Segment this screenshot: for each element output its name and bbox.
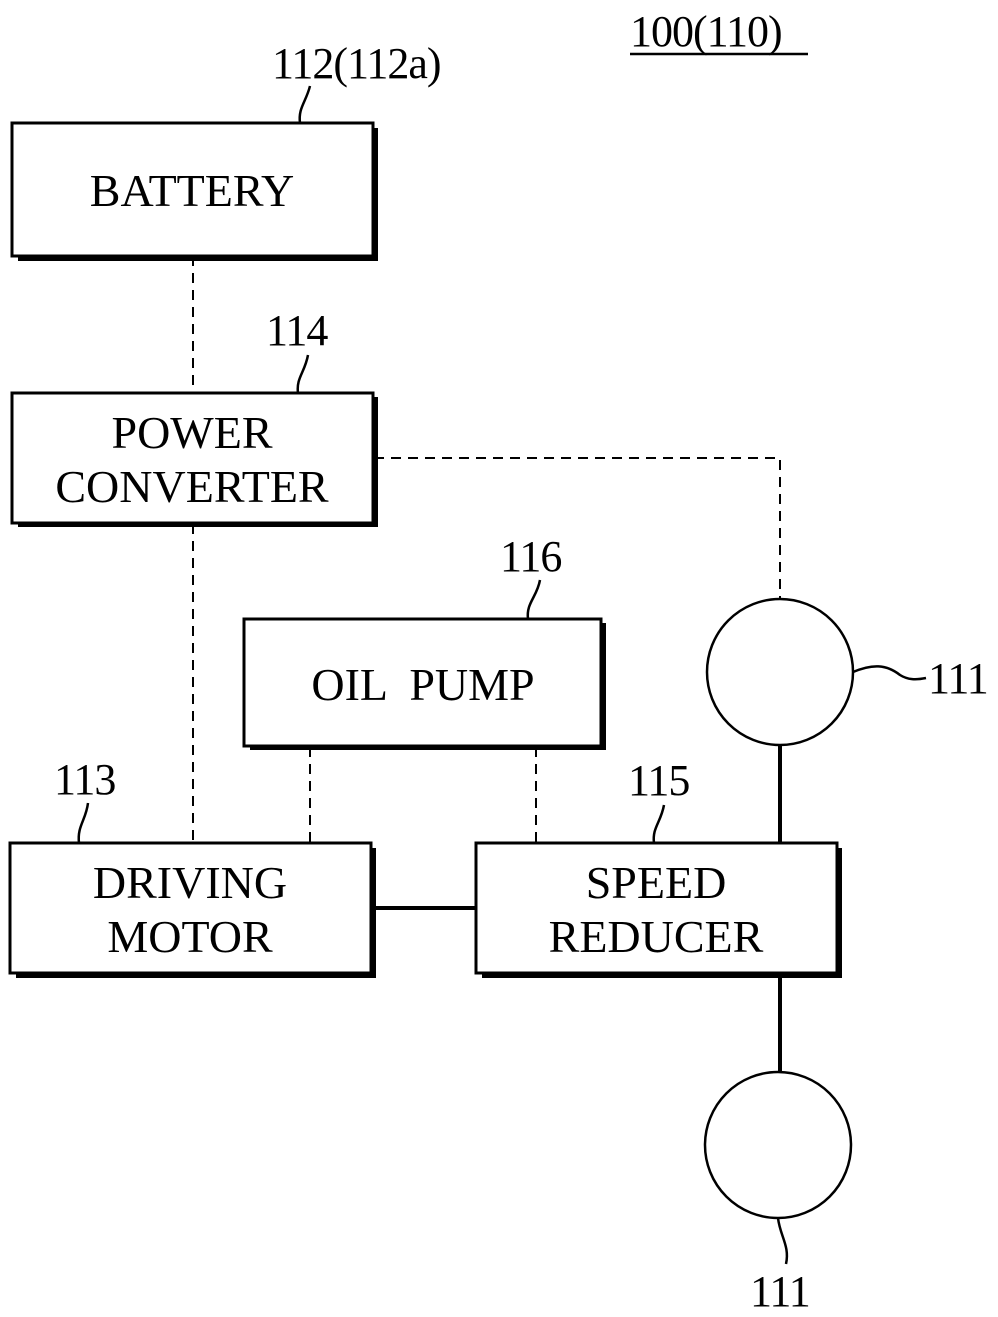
power-converter-block: POWER CONVERTER — [12, 393, 378, 527]
battery-ref-label: 112(112a) — [272, 39, 441, 88]
lower-wheel — [705, 1072, 851, 1218]
lower-wheel-leader-line — [778, 1218, 787, 1264]
speed-reducer-block: SPEED REDUCER — [476, 843, 842, 978]
speed-reducer-label-line2: REDUCER — [549, 911, 764, 962]
upper-wheel-leader-line — [853, 666, 926, 679]
power-converter-label-line1: POWER — [112, 407, 273, 458]
speed-reducer-leader-line — [654, 805, 664, 843]
oil-pump-label: OIL PUMP — [311, 659, 534, 710]
oil-pump-leader-line — [528, 580, 540, 619]
speed-reducer-ref-label: 115 — [628, 756, 689, 805]
battery-label: BATTERY — [90, 165, 294, 216]
figure-ref-label: 100(110) — [630, 7, 782, 56]
converter-to-wheel-line — [374, 458, 780, 598]
driving-motor-leader-line — [79, 803, 88, 843]
battery-leader-line — [300, 86, 310, 123]
power-converter-ref-label: 114 — [266, 306, 328, 355]
driving-motor-block: DRIVING MOTOR — [10, 843, 376, 978]
oil-pump-block: OIL PUMP — [244, 619, 606, 750]
lower-wheel-ref-label: 111 — [750, 1267, 810, 1316]
power-converter-label-line2: CONVERTER — [55, 461, 329, 512]
driving-motor-ref-label: 113 — [54, 755, 115, 804]
oil-pump-ref-label: 116 — [500, 532, 561, 581]
speed-reducer-label-line1: SPEED — [586, 857, 727, 908]
battery-block: BATTERY — [12, 123, 378, 261]
upper-wheel-ref-label: 111 — [928, 654, 988, 703]
power-converter-leader-line — [298, 355, 308, 393]
upper-wheel — [707, 599, 853, 745]
driving-motor-label-line2: MOTOR — [107, 911, 273, 962]
driving-motor-label-line1: DRIVING — [93, 857, 287, 908]
